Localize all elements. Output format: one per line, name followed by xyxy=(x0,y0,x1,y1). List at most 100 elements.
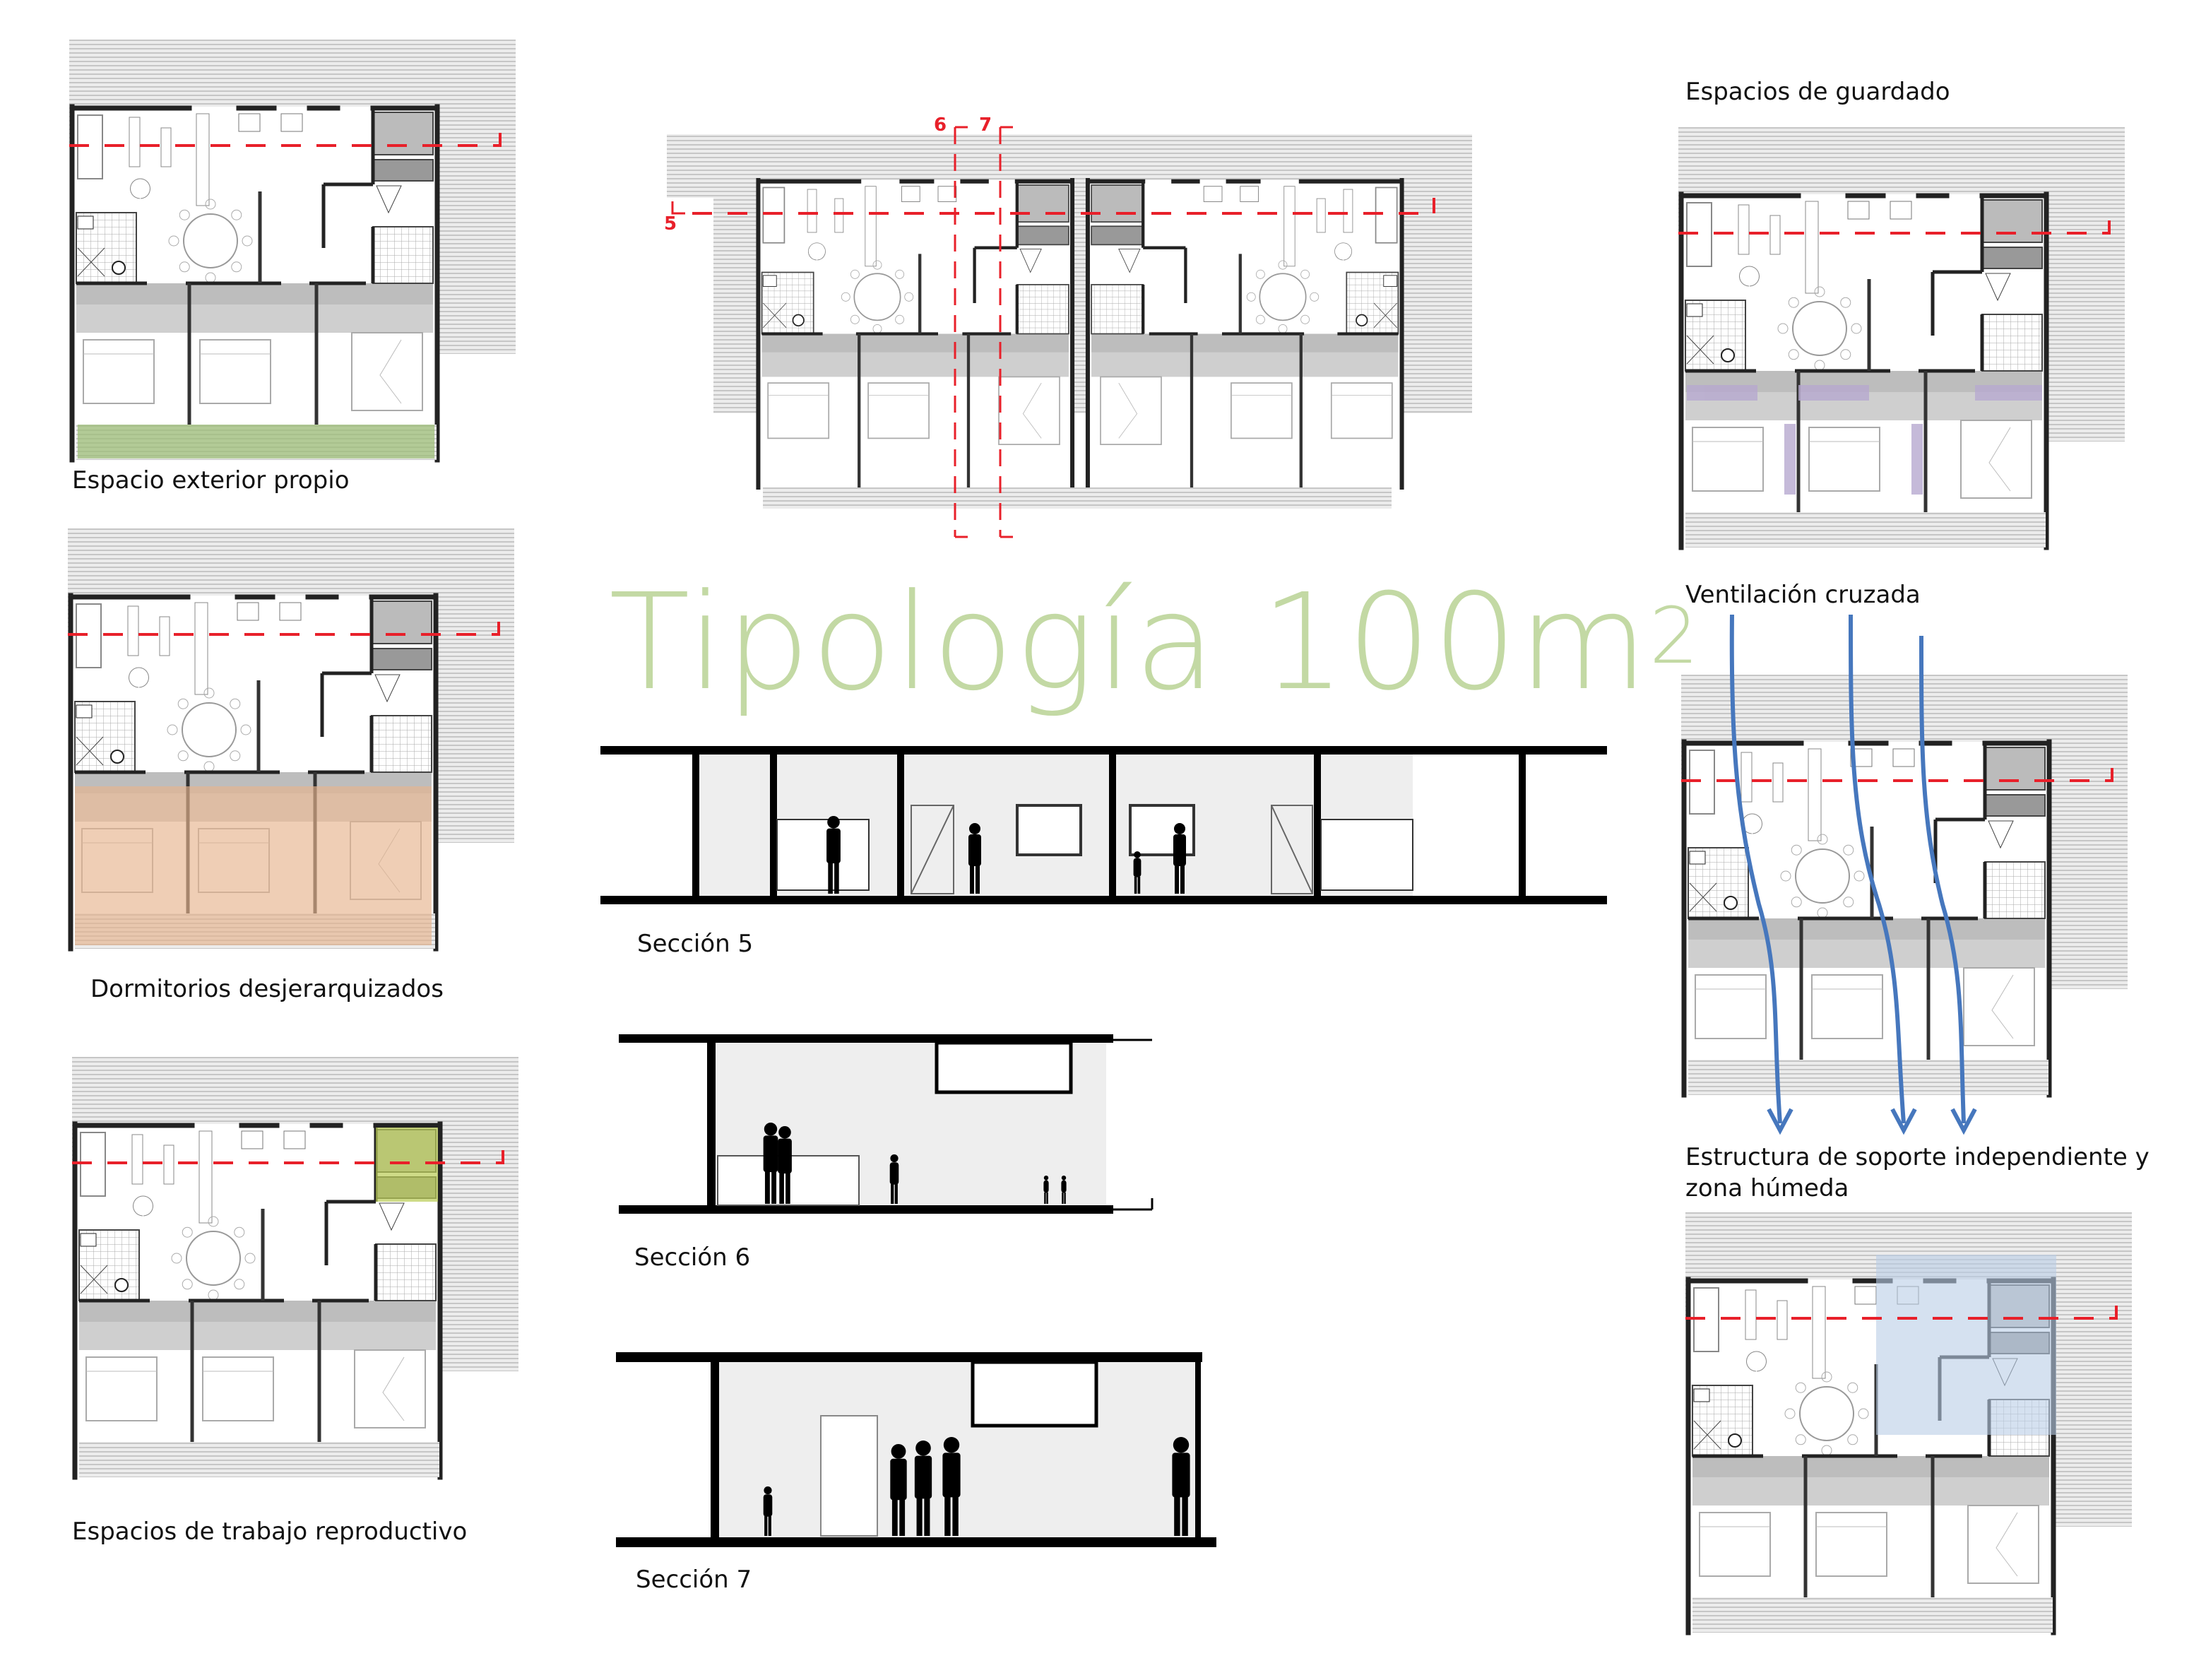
section-cut-line xyxy=(72,1149,504,1164)
title-text: Tipología 100m xyxy=(609,565,1649,720)
highlight-work-space xyxy=(376,1128,438,1202)
marker-6: 6 xyxy=(934,114,947,136)
ventilation-arrow xyxy=(1849,614,1906,1124)
bed xyxy=(1100,376,1162,445)
dining-table xyxy=(1799,1386,1854,1441)
person-silhouette xyxy=(763,1486,773,1536)
bathroom-right xyxy=(1016,284,1069,335)
sofa xyxy=(1375,187,1398,244)
title-superscript: 2 xyxy=(1649,591,1700,681)
ventilation-arrows xyxy=(1729,614,1977,1135)
person-silhouette xyxy=(890,1444,907,1536)
bed xyxy=(83,339,155,404)
section-7-drawing xyxy=(616,1345,1216,1557)
person-silhouette xyxy=(1173,823,1186,894)
plan-label-exterior-space: Espacio exterior propio xyxy=(72,466,350,495)
bed xyxy=(1330,382,1393,439)
section-cut-line xyxy=(69,131,502,147)
dining-table xyxy=(182,702,237,757)
wall xyxy=(770,752,777,896)
balcony-hatch xyxy=(1692,1597,2053,1633)
bed xyxy=(1231,382,1293,439)
cut-line-7 xyxy=(999,126,1013,538)
marker-7: 7 xyxy=(979,114,992,136)
bed xyxy=(85,1356,158,1421)
bed xyxy=(1967,1505,2039,1584)
sofa xyxy=(762,187,785,244)
section-7-label: Sección 7 xyxy=(636,1566,752,1594)
plan-label-structure: Estructura de soporte independiente y zo… xyxy=(1685,1143,2149,1202)
wall xyxy=(1314,752,1321,896)
person-silhouette xyxy=(1043,1176,1049,1204)
kitchen-appliances xyxy=(372,112,434,155)
bathroom-right xyxy=(1981,314,2043,372)
wall xyxy=(897,752,904,896)
bed xyxy=(1960,420,2032,499)
section-cut-line xyxy=(1685,1304,2118,1320)
bed xyxy=(1815,1512,1887,1577)
person-silhouette xyxy=(763,1123,778,1204)
bed xyxy=(351,332,423,411)
bed xyxy=(767,382,830,439)
ventilation-arrow xyxy=(1919,635,1966,1124)
person-silhouette xyxy=(1133,851,1142,894)
arrow-head xyxy=(1767,1108,1793,1135)
person-silhouette xyxy=(942,1437,961,1536)
section-cut-line xyxy=(1681,767,2113,782)
ventilation-arrow xyxy=(1729,614,1782,1124)
plan-label-cross-ventilation: Ventilación cruzada xyxy=(1685,581,1921,609)
bathroom-right xyxy=(371,715,432,773)
balcony-hatch xyxy=(1688,1060,2048,1095)
highlight-storage xyxy=(1687,385,2042,495)
cut-line-5 xyxy=(692,198,1435,215)
section-cut-line xyxy=(1678,219,2111,235)
section-6-drawing xyxy=(619,1029,1163,1219)
person-silhouette xyxy=(889,1154,899,1204)
bed xyxy=(1808,427,1880,492)
marker-5: 5 xyxy=(664,213,677,235)
section-cut-line xyxy=(68,620,500,636)
plan-bedrooms xyxy=(68,528,520,959)
dining-table xyxy=(853,273,901,321)
bed xyxy=(202,1356,274,1421)
wall xyxy=(1519,752,1526,896)
roof-slab xyxy=(600,746,1607,755)
page-title: Tipología 100m2 xyxy=(609,565,1700,721)
bathroom-right xyxy=(375,1243,437,1301)
plan-storage xyxy=(1678,127,2130,558)
highlight-exterior xyxy=(78,425,434,459)
dining-table xyxy=(183,213,238,268)
person-silhouette xyxy=(1172,1437,1190,1536)
bed xyxy=(1811,974,1883,1039)
person-silhouette xyxy=(778,1126,792,1204)
plan-label-storage: Espacios de guardado xyxy=(1685,78,1950,106)
plan-structure-wet-zone xyxy=(1685,1212,2137,1643)
bed xyxy=(1695,974,1767,1039)
dining-table xyxy=(1259,273,1307,321)
arrow-head xyxy=(1890,1108,1917,1135)
bed xyxy=(1692,427,1764,492)
kitchen-appliances xyxy=(1981,199,2043,243)
person-silhouette xyxy=(826,816,841,894)
bathroom-right xyxy=(1984,861,2046,919)
plan-reproductive-work xyxy=(72,1057,524,1488)
bed xyxy=(867,382,930,439)
balcony-hatch xyxy=(1685,512,2046,548)
section-5-label: Sección 5 xyxy=(637,930,754,958)
bathroom-right xyxy=(372,226,434,284)
highlight-bedrooms xyxy=(75,786,432,945)
plan-label-bedrooms: Dormitorios desjerarquizados xyxy=(90,975,444,1003)
kitchen-cabinets xyxy=(776,819,870,891)
plan-double-unit: 5 6 7 xyxy=(664,106,1483,558)
plan-exterior-space xyxy=(69,40,521,471)
person-silhouette xyxy=(968,823,981,894)
floor-slab xyxy=(600,896,1607,904)
arrow-head xyxy=(1950,1108,1977,1135)
upper-storage xyxy=(971,1360,1098,1428)
kitchen-appliances xyxy=(371,601,432,644)
balcony-hatch xyxy=(79,1442,439,1477)
kitchen-appliances xyxy=(1016,184,1069,223)
section-5-drawing xyxy=(600,742,1611,911)
bed xyxy=(354,1349,426,1428)
